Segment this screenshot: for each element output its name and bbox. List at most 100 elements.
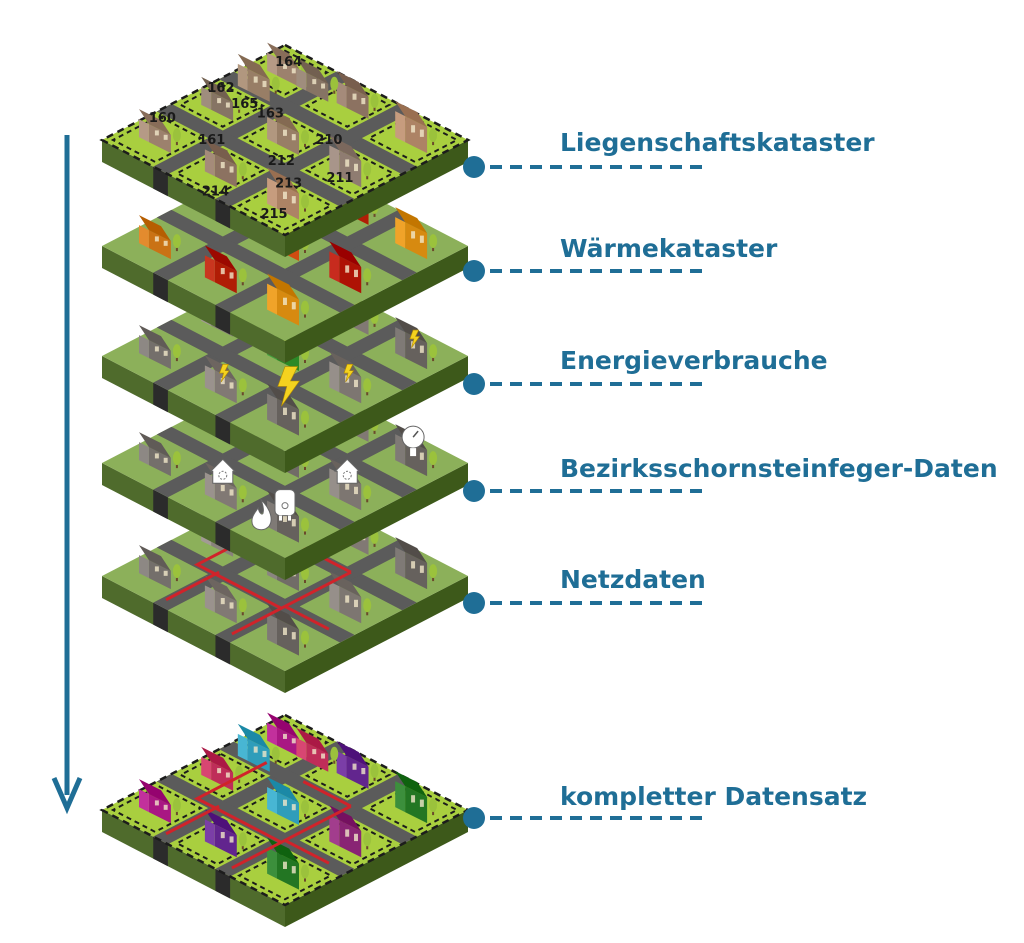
building-window: [229, 489, 234, 496]
building-wall-left: [336, 750, 347, 778]
building-wall-right: [277, 57, 299, 87]
building-wall-left: [201, 86, 212, 110]
building-roof: [296, 727, 329, 754]
tree-crown: [429, 564, 438, 579]
building-wall-right: [277, 288, 299, 326]
building-window: [291, 134, 296, 141]
building-window: [419, 235, 424, 243]
tree-crown: [172, 344, 181, 359]
building-window: [229, 382, 234, 389]
road-edge: [153, 602, 168, 633]
building-roof: [204, 355, 237, 382]
tree-crown: [238, 162, 247, 177]
building-window: [419, 129, 424, 137]
building-window: [163, 134, 168, 140]
connector-dot: [463, 480, 485, 502]
building-window: [419, 345, 424, 353]
building-window: [354, 486, 358, 495]
parcel-outline: [367, 115, 460, 163]
tree-trunk: [304, 812, 306, 817]
road: [153, 71, 351, 175]
building-window: [229, 602, 234, 609]
building-wall-right: [148, 560, 171, 590]
building-roof: [267, 777, 299, 803]
building-window: [220, 162, 225, 169]
tree-trunk: [304, 465, 306, 470]
road-edge: [153, 166, 168, 197]
building-wall-left: [329, 581, 340, 613]
building-wall-left: [395, 781, 406, 813]
network-line: [284, 839, 330, 865]
tree-trunk: [366, 280, 369, 286]
parcel-number: 215: [260, 207, 287, 222]
tree-trunk: [304, 142, 306, 147]
tree-crown: [235, 95, 244, 110]
building-window: [225, 102, 230, 108]
building-window: [291, 632, 296, 640]
label-netz: Netzdaten: [560, 565, 706, 594]
building-wall-left: [267, 52, 277, 76]
building-wall-right: [148, 124, 171, 154]
parcel-outline: [242, 116, 328, 161]
building-window: [220, 378, 225, 385]
building-wall-right: [277, 182, 299, 220]
building-wall-left: [204, 255, 215, 283]
gauge-icon: [401, 425, 425, 457]
building-wall-left: [267, 177, 277, 209]
building-wall-left: [329, 815, 340, 847]
building-window: [312, 749, 317, 755]
road: [153, 741, 351, 845]
building-roof: [329, 241, 362, 268]
tree-crown: [429, 344, 438, 359]
building-wall-left: [395, 111, 406, 143]
building-wall-left: [267, 283, 277, 315]
tree-crown: [429, 128, 438, 143]
building-window: [283, 407, 287, 415]
tree-trunk: [373, 428, 376, 434]
building-wall-left: [139, 335, 149, 359]
building-window: [291, 412, 296, 420]
building-window: [163, 457, 168, 463]
building-window: [291, 196, 296, 204]
tree-trunk: [366, 497, 369, 503]
building-wall-left: [139, 225, 149, 249]
tree-crown: [301, 517, 309, 532]
road: [156, 103, 355, 207]
tree-trunk: [304, 422, 306, 428]
building-window: [352, 763, 357, 770]
building-roof: [267, 167, 299, 194]
building-window: [253, 746, 258, 753]
building-window: [163, 804, 168, 810]
building-wall-left: [329, 145, 340, 177]
tree-trunk: [366, 390, 369, 396]
building-roof: [296, 57, 329, 84]
building-wall-left: [267, 787, 277, 814]
tree-trunk: [304, 578, 306, 583]
building-wall-right: [339, 586, 362, 624]
flame-icon: [251, 498, 272, 531]
building-wall-right: [277, 852, 299, 890]
tree-crown: [301, 130, 309, 144]
connector-dot: [463, 373, 485, 395]
road: [215, 103, 414, 207]
lightning-icon: [277, 366, 300, 407]
building-roof: [139, 432, 171, 459]
tree-crown: [238, 268, 247, 283]
road-edge: [215, 634, 231, 665]
building-window: [262, 80, 267, 88]
slab-side-right: [285, 246, 468, 363]
building-wall-right: [148, 230, 171, 260]
tree-trunk: [241, 844, 244, 850]
tree-trunk: [432, 463, 435, 469]
connector-dot: [463, 156, 485, 178]
building-roof: [395, 101, 428, 128]
tree-trunk: [175, 810, 178, 816]
building-window: [352, 93, 357, 100]
building-window: [291, 804, 296, 811]
tree-crown: [363, 378, 372, 393]
building-window: [354, 599, 358, 608]
building-window: [283, 733, 287, 739]
building-window: [354, 269, 358, 278]
building-roof: [395, 207, 428, 234]
